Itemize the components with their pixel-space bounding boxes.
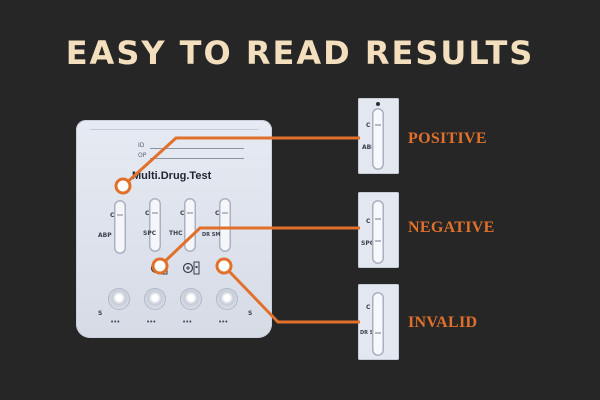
- negative-strip: [372, 200, 384, 264]
- sample-well-3: [180, 288, 202, 310]
- test-strip-2: [149, 198, 161, 252]
- control-line: [117, 214, 123, 216]
- control-line: [187, 212, 193, 214]
- panel-c-label: C: [366, 122, 371, 129]
- panel-drug-label: SPC: [361, 240, 375, 247]
- positive-label: POSITIVE: [408, 130, 487, 147]
- strip-3-c-label: C: [180, 210, 185, 217]
- panel-drug-label: ABP: [362, 144, 376, 151]
- id-field-label: ID: [138, 142, 145, 149]
- card-brand: Multi.Drug.Test: [132, 170, 212, 182]
- result-panel-negative: C SPC: [358, 192, 399, 268]
- date-field-line: [150, 158, 244, 159]
- strip-1-c-label: C: [110, 212, 115, 219]
- drops-icon: •••: [182, 318, 192, 326]
- strip-4-c-label: C: [215, 210, 220, 217]
- invalid-callout-marker: [215, 257, 233, 275]
- negative-callout-line: [158, 226, 360, 268]
- drops-icon: •••: [110, 318, 120, 326]
- sample-well-4: [216, 288, 238, 310]
- strip-2-c-label: C: [145, 210, 150, 217]
- strip-4-drug-label: DR SM: [202, 232, 221, 238]
- result-panel-positive: C ABP: [358, 98, 399, 174]
- positive-strip: [372, 108, 384, 170]
- headline: EASY TO READ RESULTS: [65, 34, 535, 72]
- panel-drug-label: DR SM: [360, 330, 379, 336]
- positive-callout-line: [121, 136, 360, 188]
- card-top-edge: [90, 120, 258, 130]
- dot-icon: [376, 102, 380, 106]
- drops-icon: •••: [146, 318, 156, 326]
- drops-icon: •••: [218, 318, 228, 326]
- panel-c-label: C: [366, 304, 371, 311]
- negative-callout-marker: [151, 257, 169, 275]
- panel-c-label: C: [366, 218, 371, 225]
- control-line: [152, 212, 158, 214]
- control-line: [222, 212, 228, 214]
- sample-left-label: S: [98, 310, 103, 317]
- date-field-label: OP: [138, 152, 147, 159]
- sample-right-label: S: [248, 310, 253, 317]
- control-line: [375, 218, 381, 220]
- test-line: [375, 332, 381, 334]
- invalid-strip: [372, 292, 384, 356]
- id-field-line: [150, 148, 244, 149]
- sample-well-2: [144, 288, 166, 310]
- control-line: [375, 124, 381, 126]
- negative-label: NEGATIVE: [408, 219, 495, 236]
- strip-3-drug-label: THC: [169, 230, 183, 237]
- invalid-label: INVALID: [408, 314, 478, 331]
- test-strip-1: [114, 200, 126, 254]
- sample-well-1: [108, 288, 130, 310]
- strip-1-drug-label: ABP: [98, 232, 112, 239]
- invalid-callout-line: [222, 264, 360, 324]
- strip-2-drug-label: SPC: [143, 230, 157, 237]
- positive-callout-marker: [114, 177, 132, 195]
- test-line: [375, 240, 381, 242]
- test-strip-4: [219, 198, 231, 252]
- result-panel-invalid: C DR SM: [358, 284, 399, 360]
